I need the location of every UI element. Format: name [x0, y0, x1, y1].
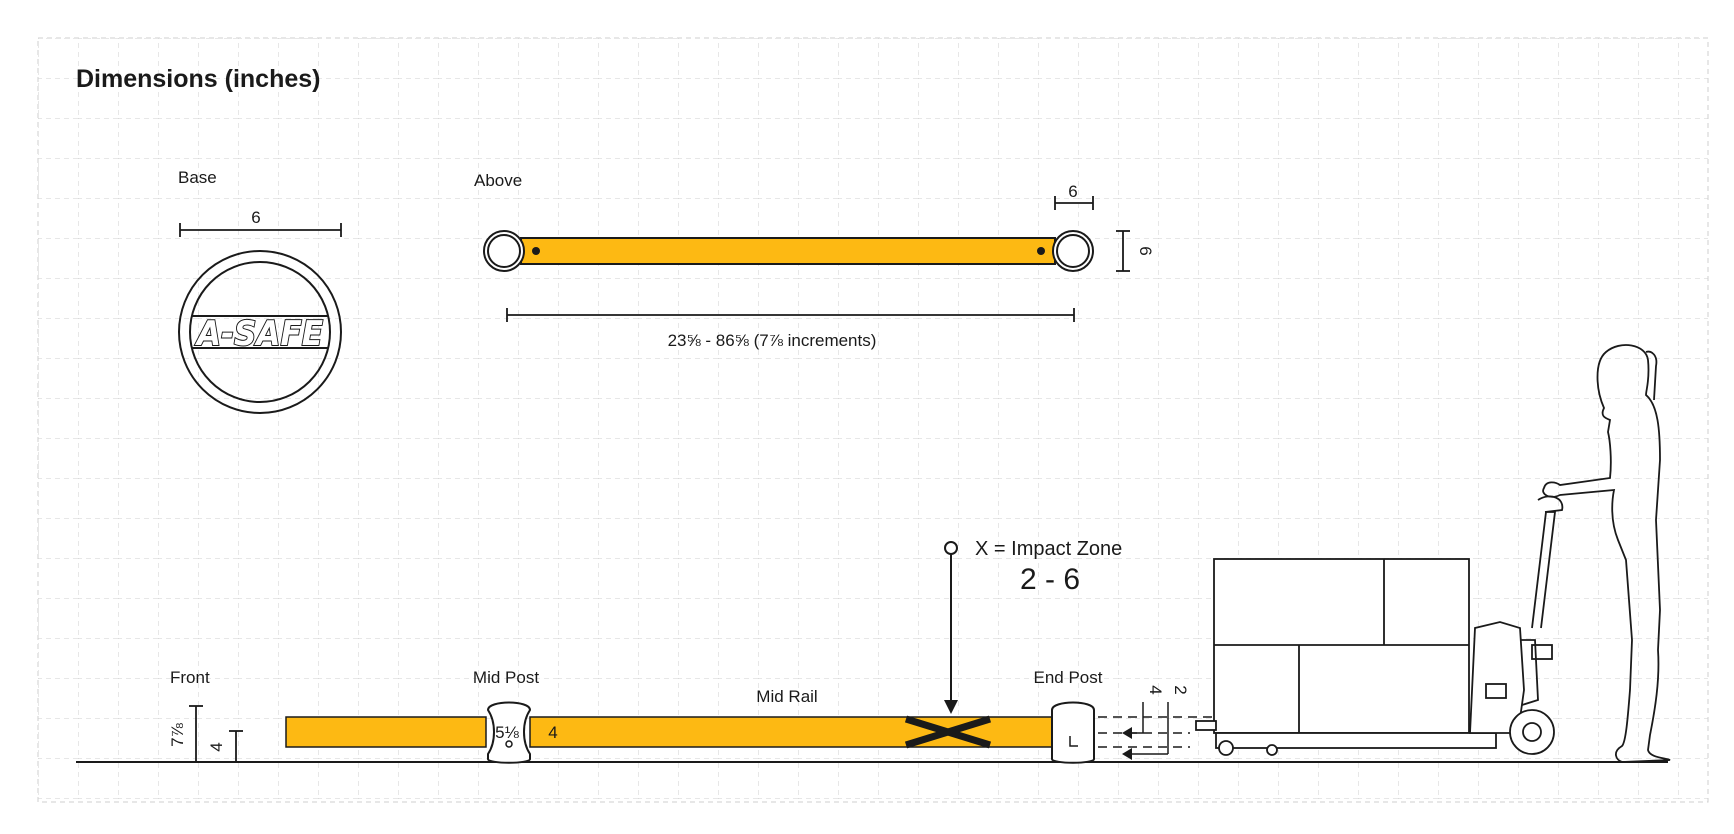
above-view: Above 6 6 23⅝ - 86⅝ (7⅞ incre [474, 171, 1155, 350]
impact-zone-range: 2 - 6 [1020, 563, 1080, 596]
base-label: Base [178, 168, 217, 187]
base-circle [178, 250, 342, 414]
end-post-marker [1069, 736, 1078, 747]
asafe-logo: A-SAFE [194, 314, 323, 354]
front-mid-rail [529, 716, 1053, 748]
length-dimension [506, 308, 1075, 322]
mid-post-bolt [505, 740, 513, 748]
impact-lower-dim: 2 [1171, 685, 1190, 694]
impact-zone-label: X = Impact Zone [975, 538, 1122, 560]
impact-arrowhead [944, 700, 958, 714]
end-post-label: End Post [1034, 668, 1103, 687]
base-view: Base 6 A-SAFE [178, 168, 342, 414]
above-right-post [1052, 230, 1094, 272]
page-title: Dimensions (inches) [76, 65, 321, 93]
post-depth-label: 6 [1136, 246, 1155, 255]
front-left-rail [285, 716, 487, 748]
impact-upper-dim: 4 [1146, 685, 1165, 694]
base-width-label: 6 [251, 208, 260, 227]
post-width-label: 6 [1068, 182, 1077, 201]
base-width-dimension [179, 223, 342, 237]
pallet-truck-illustration [1195, 495, 1564, 756]
mid-rail-label: Mid Rail [756, 687, 817, 706]
front-rail-height-label: 4 [207, 742, 226, 751]
front-label: Front [170, 668, 210, 687]
above-rail [520, 237, 1056, 265]
front-height-label: 7⅞ [168, 722, 187, 746]
post-width-dimension [1054, 196, 1094, 210]
above-label: Above [474, 171, 522, 190]
impact-arrow-lower [1122, 748, 1132, 760]
right-bolt [1037, 247, 1045, 255]
front-mid-post [486, 701, 532, 764]
above-left-post [483, 230, 525, 272]
mid-post-label: Mid Post [473, 668, 539, 687]
front-height-dimensions [189, 705, 243, 762]
impact-arrow-upper [1122, 727, 1132, 739]
length-label: 23⅝ - 86⅝ (7⅞ increments) [668, 331, 877, 350]
mid-post-dim: 5⅛ [495, 723, 519, 742]
impact-pointer-origin [944, 541, 958, 555]
impact-zone-callout: X = Impact Zone 2 - 6 [944, 538, 1122, 714]
impact-x-mark [904, 715, 992, 749]
front-view: Front 7⅞ 4 5⅛ Mid Post 4 Mid Rail End Po… [76, 668, 1668, 764]
left-bolt [532, 247, 540, 255]
operator-silhouette [1542, 344, 1671, 763]
mid-rail-dim: 4 [548, 723, 557, 742]
post-depth-dimension [1116, 230, 1130, 272]
front-end-post [1051, 701, 1095, 764]
